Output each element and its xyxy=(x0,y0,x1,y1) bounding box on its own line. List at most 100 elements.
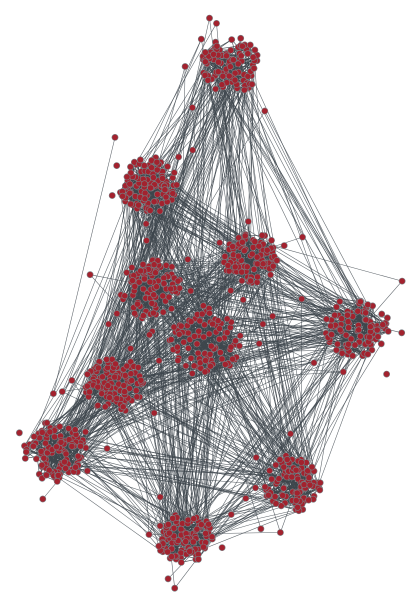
graph-node xyxy=(189,146,197,154)
graph-node xyxy=(83,382,91,390)
graph-edge xyxy=(172,462,283,519)
graph-node xyxy=(149,174,157,181)
graph-edge xyxy=(221,72,371,322)
graph-node xyxy=(187,287,195,295)
graph-node xyxy=(65,436,73,443)
graph-node xyxy=(159,308,167,316)
graph-node xyxy=(134,300,141,308)
graph-node xyxy=(194,555,202,563)
graph-edge xyxy=(79,458,172,550)
graph-node xyxy=(215,335,223,343)
graph-node xyxy=(362,309,370,317)
graph-node xyxy=(201,321,208,329)
graph-node xyxy=(150,261,158,269)
graph-node xyxy=(275,475,283,483)
graph-node xyxy=(336,298,344,305)
graph-node xyxy=(196,317,204,325)
graph-node xyxy=(343,311,351,319)
graph-node xyxy=(36,434,43,442)
graph-node xyxy=(201,368,209,376)
graph-node xyxy=(244,50,252,58)
graph-node xyxy=(204,76,212,84)
graph-node xyxy=(288,473,296,481)
graph-edge xyxy=(199,362,271,493)
graph-node xyxy=(189,538,197,546)
graph-node xyxy=(292,497,300,504)
graph-node xyxy=(190,515,198,523)
graph-node xyxy=(298,295,306,303)
graph-node xyxy=(250,265,258,273)
graph-node xyxy=(259,320,267,328)
graph-node xyxy=(176,284,183,292)
graph-node xyxy=(292,466,300,474)
graph-node xyxy=(94,383,102,391)
graph-node xyxy=(344,340,352,348)
graph-node xyxy=(227,287,235,294)
graph-edge xyxy=(41,451,310,478)
graph-node xyxy=(216,349,224,356)
graph-node xyxy=(77,442,84,450)
graph-node xyxy=(210,50,217,58)
graph-node xyxy=(57,438,65,446)
graph-node xyxy=(216,325,223,332)
graph-node xyxy=(225,267,233,275)
graph-node xyxy=(327,322,335,330)
graph-node xyxy=(232,337,239,345)
graph-node xyxy=(249,53,257,61)
graph-node xyxy=(237,52,245,60)
graph-edge xyxy=(177,55,242,282)
graph-node xyxy=(84,467,91,475)
graph-node xyxy=(247,277,255,285)
graph-node xyxy=(214,317,222,325)
graph-node xyxy=(344,318,352,325)
graph-edge xyxy=(359,301,386,324)
graph-node xyxy=(187,318,195,325)
graph-node xyxy=(331,311,339,319)
graph-edge xyxy=(266,250,315,472)
graph-node xyxy=(121,371,129,379)
graph-node xyxy=(206,362,214,370)
graph-edge xyxy=(24,272,127,447)
graph-node xyxy=(137,376,145,384)
graph-node xyxy=(234,60,242,68)
graph-edge xyxy=(237,63,341,330)
node-layer xyxy=(15,14,406,592)
graph-edge xyxy=(236,84,351,313)
graph-node xyxy=(383,370,390,378)
graph-node xyxy=(287,430,294,438)
graph-edge xyxy=(179,325,189,548)
graph-node xyxy=(53,477,61,485)
graph-node xyxy=(349,352,357,360)
graph-node xyxy=(184,329,192,337)
graph-node xyxy=(43,471,50,479)
graph-node xyxy=(111,133,119,141)
graph-node xyxy=(300,481,308,489)
graph-node xyxy=(228,36,236,43)
graph-node xyxy=(149,309,157,317)
graph-node xyxy=(165,293,173,301)
graph-node xyxy=(62,464,69,472)
graph-node xyxy=(146,278,154,286)
graph-node xyxy=(147,184,154,192)
node-cluster-c3 xyxy=(216,218,306,304)
graph-node xyxy=(201,49,209,56)
graph-node xyxy=(145,331,153,339)
graph-node xyxy=(165,529,173,537)
graph-node xyxy=(174,277,182,285)
graph-edge xyxy=(202,59,371,322)
graph-node xyxy=(197,521,205,528)
graph-node xyxy=(170,169,178,177)
edge-layer xyxy=(24,18,403,589)
graph-node xyxy=(328,331,335,338)
graph-node xyxy=(72,463,79,471)
graph-node xyxy=(207,342,215,350)
graph-node xyxy=(184,344,192,352)
graph-node xyxy=(218,81,226,89)
graph-node xyxy=(168,263,176,271)
graph-node xyxy=(150,291,158,299)
graph-node xyxy=(188,370,196,377)
graph-node xyxy=(254,273,261,281)
graph-node xyxy=(236,342,243,350)
graph-node xyxy=(141,189,149,197)
graph-node xyxy=(377,340,385,348)
